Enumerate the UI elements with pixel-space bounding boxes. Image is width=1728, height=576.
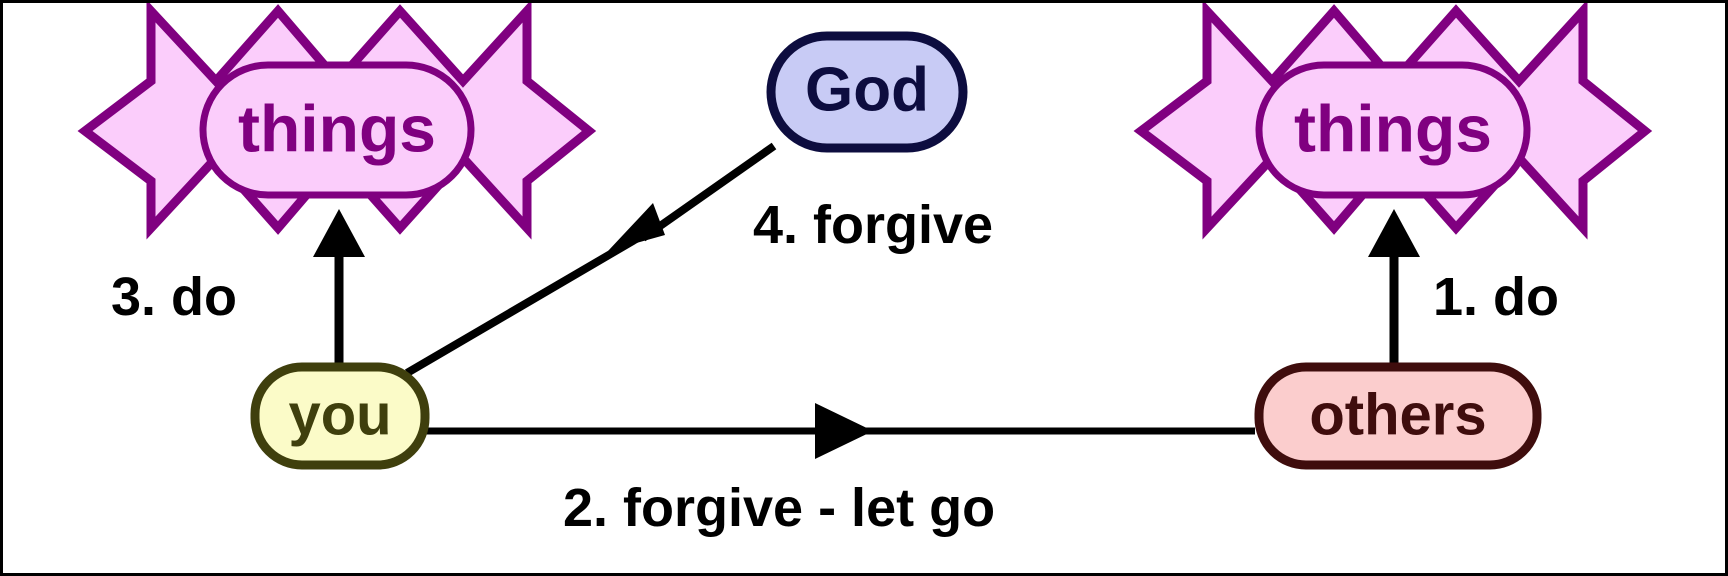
edge-label-4-forgive: 4. forgive xyxy=(753,195,993,255)
edge-you-things-left[interactable] xyxy=(313,209,365,365)
arrowhead-3 xyxy=(313,209,365,257)
arrowhead-4 xyxy=(608,203,665,251)
node-label-you: you xyxy=(288,382,391,447)
node-god[interactable]: God xyxy=(766,31,968,153)
you-capsule xyxy=(250,362,430,470)
edge-others-things-right[interactable] xyxy=(1368,209,1420,365)
edge-god-you[interactable] xyxy=(404,142,777,377)
god-capsule xyxy=(766,31,968,153)
inner-capsule-left xyxy=(199,61,475,199)
edge-you-others[interactable] xyxy=(423,403,1255,459)
node-you[interactable]: you xyxy=(250,362,430,470)
others-capsule xyxy=(1254,362,1542,470)
node-label-god: God xyxy=(805,55,929,124)
node-label-things-left: things xyxy=(238,91,436,165)
inner-capsule-right xyxy=(1255,61,1531,199)
edge-line-4b xyxy=(404,231,646,377)
edge-line-4 xyxy=(640,142,777,242)
diagram-svg: things things xyxy=(77,3,1653,538)
arrowhead-1 xyxy=(1368,209,1420,257)
arrowhead-2 xyxy=(815,403,873,459)
node-label-others: others xyxy=(1309,382,1486,447)
node-label-things-right: things xyxy=(1294,91,1492,165)
edge-label-3-do: 3. do xyxy=(111,267,237,327)
edge-label-1-do: 1. do xyxy=(1433,267,1559,327)
node-things-right[interactable]: things xyxy=(1133,3,1653,240)
edge-label-2-forgive-let-go: 2. forgive - let go xyxy=(563,478,995,538)
node-others[interactable]: others xyxy=(1254,362,1542,470)
node-things-left[interactable]: things xyxy=(77,3,597,240)
